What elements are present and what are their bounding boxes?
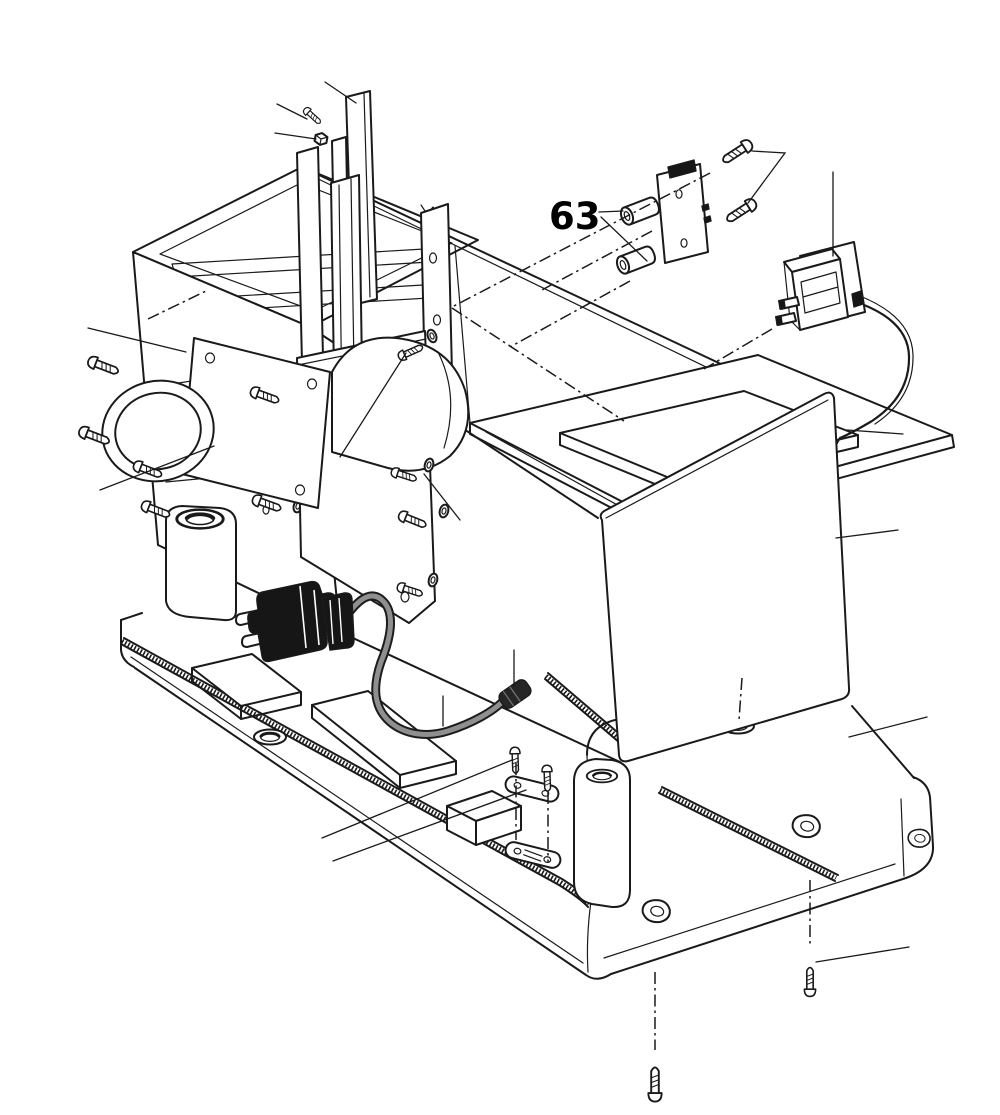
- base-foot-hole: [639, 896, 673, 926]
- plate-screw: [718, 136, 756, 168]
- washer: [437, 502, 451, 520]
- spacer-63: [613, 243, 659, 277]
- junction-box: [446, 790, 522, 846]
- power-plug: [235, 580, 355, 663]
- power-cord: [235, 580, 532, 739]
- switch-plate-assembly: [613, 136, 760, 277]
- guide-plate-left: [296, 146, 324, 364]
- plate-screw: [722, 195, 760, 227]
- screw: [85, 353, 122, 379]
- strain-relief-grommet: [498, 679, 532, 709]
- motor-mount-assembly: [101, 336, 470, 509]
- base-foot-hole: [906, 827, 932, 850]
- housing-feet: [165, 505, 631, 909]
- cord-clamp-seat: [504, 841, 562, 869]
- base-screw-boss: [252, 728, 288, 746]
- base-screw: [647, 1066, 663, 1103]
- side-cover: [599, 391, 851, 763]
- spacer-63: [617, 194, 663, 228]
- callout-63-label: 63: [549, 195, 601, 238]
- base-foot-hole: [789, 811, 823, 841]
- cord-clamp-bar: [504, 775, 560, 803]
- center-lines: [147, 172, 811, 1050]
- base-screw: [803, 966, 817, 998]
- cord-clamp-assembly: [504, 746, 562, 869]
- screw: [301, 105, 324, 127]
- leader-lines: [87, 81, 928, 963]
- power-switch: [775, 241, 866, 331]
